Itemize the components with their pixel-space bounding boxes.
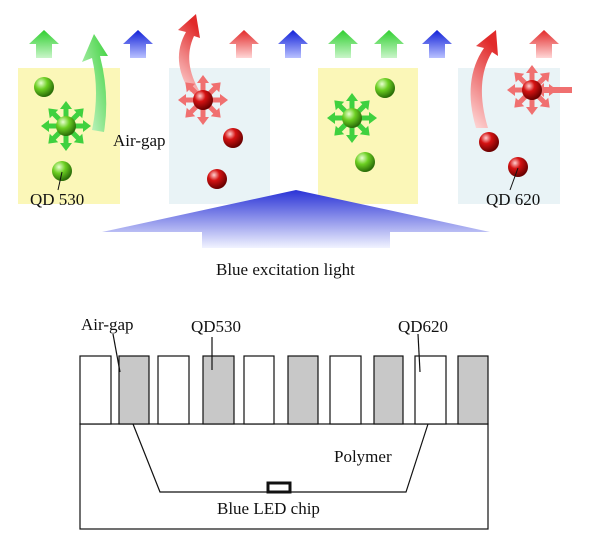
qd530-pillar: [202, 355, 235, 425]
blue-excitation-arrow: [102, 190, 490, 248]
bottom-qd530-label: QD530: [191, 317, 241, 336]
air-gap-leader-line: [112, 333, 121, 373]
polymer-label: Polymer: [334, 447, 392, 466]
blue-up-arrow: [278, 30, 308, 58]
qd530-panel-right: [318, 68, 418, 204]
top-air-gap-label: Air-gap: [113, 131, 166, 150]
red-quantum-dot: [508, 157, 528, 177]
top-diagram: Air-gap QD 530 QD 620 Blue excitation li…: [18, 14, 572, 279]
qd530-pillar: [457, 355, 489, 425]
red-up-arrow: [229, 30, 259, 58]
blue-led-chip-label: Blue LED chip: [217, 499, 320, 518]
red-quantum-dot: [193, 90, 213, 110]
green-quantum-dot: [342, 108, 362, 128]
red-emission-burst: [507, 65, 572, 115]
top-qd620-label: QD 620: [486, 190, 540, 209]
green-quantum-dot: [52, 161, 72, 181]
bottom-qd620-label: QD620: [398, 317, 448, 336]
blue-up-arrow: [422, 30, 452, 58]
air-gap-pillar: [157, 355, 190, 425]
air-gap-pillar: [329, 355, 362, 425]
blue-up-arrow: [123, 30, 153, 58]
green-quantum-dot: [34, 77, 54, 97]
green-up-arrow: [29, 30, 59, 58]
red-up-arrow: [529, 30, 559, 58]
red-curved-arrow: [178, 14, 200, 92]
green-quantum-dot: [56, 116, 76, 136]
qd530-pillar: [287, 355, 319, 425]
green-quantum-dot: [355, 152, 375, 172]
red-quantum-dot: [522, 80, 542, 100]
red-curved-arrow: [470, 30, 498, 128]
green-up-arrow: [374, 30, 404, 58]
qd620-leader-line: [417, 333, 421, 373]
red-quantum-dot: [479, 132, 499, 152]
qd530-pillar: [373, 355, 404, 425]
qd530-leader-line: [57, 171, 63, 191]
red-quantum-dot: [207, 169, 227, 189]
bottom-diagram: [79, 333, 489, 530]
bottom-air-gap-label: Air-gap: [81, 315, 134, 334]
green-up-arrow: [328, 30, 358, 58]
bottom-labels: Air-gap QD530 QD620 Polymer Blue LED chi…: [81, 315, 448, 518]
blue-excitation-label: Blue excitation light: [216, 260, 355, 279]
qd620-leader-line: [509, 167, 519, 191]
air-gap-pillar: [243, 355, 275, 425]
green-curved-arrow: [82, 34, 108, 132]
blue-led-chip: [266, 481, 292, 494]
qd530-pillar: [118, 355, 150, 425]
top-qd530-label: QD 530: [30, 190, 84, 209]
device-body: [79, 423, 489, 530]
red-quantum-dot: [223, 128, 243, 148]
green-quantum-dot: [375, 78, 395, 98]
air-gap-pillar: [79, 355, 112, 425]
